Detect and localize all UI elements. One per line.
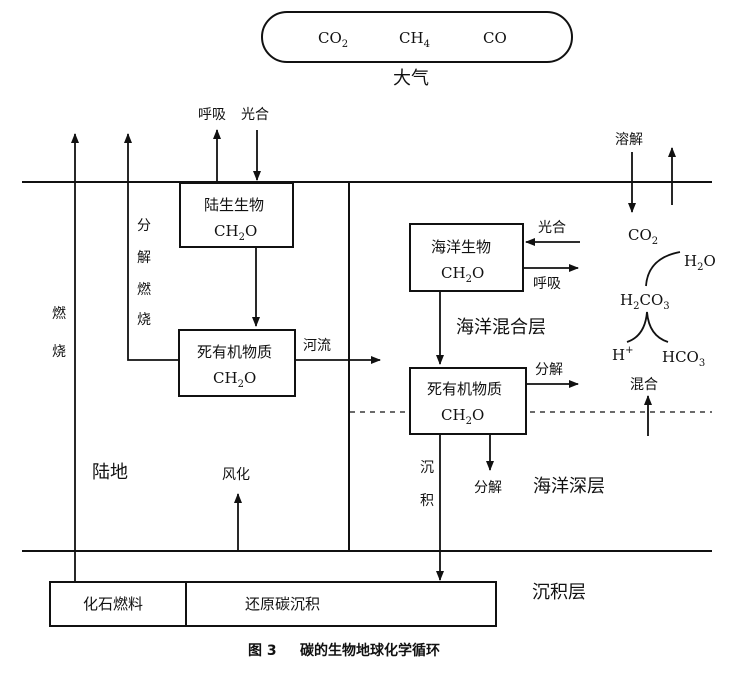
ocean-organism-formula: CH2O xyxy=(441,264,484,285)
weathering-label: 风化 xyxy=(222,467,250,483)
chem-co2: CO2 xyxy=(628,226,658,247)
ocean-organism-box xyxy=(409,223,524,292)
decompose-burn-4: 烧 xyxy=(137,312,151,328)
land-photosynthesis-label: 光合 xyxy=(241,107,269,123)
gas-co2: CO2 xyxy=(318,29,348,50)
land-organism-formula: CH2O xyxy=(214,222,257,243)
fossil-fuel-label: 化石燃料 xyxy=(83,595,143,613)
ocean-organism-title: 海洋生物 xyxy=(431,238,491,256)
chem-h2o: H2O xyxy=(684,252,716,273)
burn-label-1: 燃 xyxy=(52,305,66,322)
land-dead-formula: CH2O xyxy=(213,369,256,390)
figure-number: 图 3 xyxy=(248,643,277,659)
figure-title: 碳的生物地球化学循环 xyxy=(300,642,440,659)
deep-layer-label: 海洋深层 xyxy=(533,476,605,497)
land-dead-title: 死有机物质 xyxy=(197,343,272,361)
ocean-dead-formula: CH2O xyxy=(441,406,484,427)
river-label: 河流 xyxy=(303,338,331,354)
burn-label-2: 烧 xyxy=(52,344,66,360)
sediment-word-2: 积 xyxy=(420,493,434,509)
sediment-word-1: 沉 xyxy=(420,460,434,476)
atmosphere-label: 大气 xyxy=(393,68,429,89)
ocean-dead-organic-box xyxy=(409,367,527,435)
ocean-decompose-right-label: 分解 xyxy=(535,362,563,378)
chem-h2co3: H2CO3 xyxy=(620,291,670,312)
land-label: 陆地 xyxy=(92,462,128,483)
ocean-decompose-down-label: 分解 xyxy=(474,480,502,496)
gas-co: CO xyxy=(483,29,507,47)
chem-hco3: HCO3 xyxy=(662,348,705,369)
decompose-burn-2: 解 xyxy=(137,250,151,266)
reduced-carbon-label: 还原碳沉积 xyxy=(245,595,320,613)
dissolve-label: 溶解 xyxy=(615,132,643,148)
atmosphere-box xyxy=(261,11,573,63)
land-dead-organic-box xyxy=(178,329,296,397)
ocean-respiration-label: 呼吸 xyxy=(533,276,561,292)
land-organism-box xyxy=(179,182,294,248)
chem-merge-curve xyxy=(645,251,681,287)
land-respiration-label: 呼吸 xyxy=(198,107,226,123)
land-organism-title: 陆生生物 xyxy=(204,196,264,214)
chem-split-curve xyxy=(626,311,669,343)
gas-ch4: CH4 xyxy=(399,29,430,50)
decompose-burn-arrow xyxy=(124,133,179,361)
ocean-dead-title: 死有机物质 xyxy=(427,380,502,398)
decompose-burn-3: 燃 xyxy=(137,281,151,298)
decompose-burn-1: 分 xyxy=(137,218,151,234)
sediment-layer-label: 沉积层 xyxy=(532,582,586,603)
sediment-box xyxy=(49,581,497,627)
mixed-layer-label: 海洋混合层 xyxy=(456,317,546,338)
chem-mix-label: 混合 xyxy=(630,377,658,393)
chem-hplus: H+ xyxy=(612,345,633,364)
ocean-photosynthesis-label: 光合 xyxy=(538,220,566,236)
